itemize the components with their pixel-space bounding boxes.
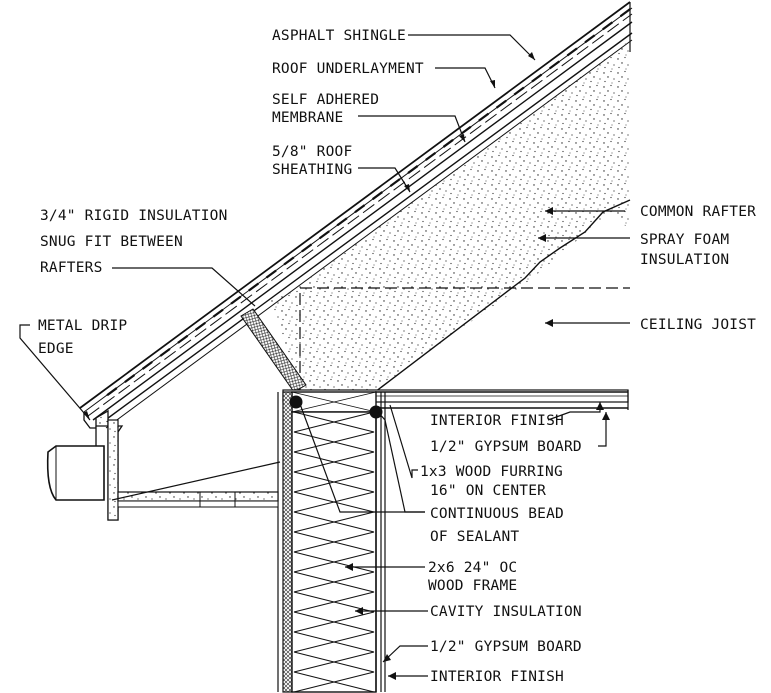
sealant-dot-outer [289,395,303,409]
label-asphalt-shingle: ASPHALT SHINGLE [272,28,406,44]
shingle-mark [513,86,525,96]
shingle-mark [194,321,206,331]
shingle-mark [548,60,560,70]
label-roof-sheathing-line1: 5/8" ROOF [272,144,352,160]
label-cavity-insulation: CAVITY INSULATION [430,604,582,620]
label-rigid-insulation-line2: SNUG FIT BETWEEN [40,234,183,250]
shingle-mark [460,125,472,135]
eave-assembly [83,409,279,521]
label-common-rafter: COMMON RAFTER [640,204,756,220]
leader-arrowheads [83,52,610,680]
label-metal-drip-line2: EDGE [38,341,74,357]
shingle-mark [495,99,507,109]
shingle-mark [354,204,366,214]
interior-wall-layers [277,392,386,692]
shingle-mark [425,151,437,161]
shingle-mark [212,308,224,318]
shingle-mark [177,334,189,344]
label-wood-frame-line2: WOOD FRAME [428,578,517,594]
shingle-marks [106,8,631,397]
wall-cavity [291,411,377,693]
shingle-mark [124,374,136,384]
leader-lines [19,34,630,677]
roof-assembly [79,1,633,429]
label-interior-finish-bottom: INTERIOR FINISH [430,669,564,685]
label-furring-line2: 16" ON CENTER [430,483,546,499]
label-self-adhered-line1: SELF ADHERED [272,92,379,108]
label-spray-foam-line2: INSULATION [640,252,729,268]
label-rigid-insulation-line3: RAFTERS [40,260,103,276]
label-roof-underlayment: ROOF UNDERLAYMENT [272,61,424,77]
label-roof-sheathing-line2: SHEATHING [272,162,352,178]
shingle-mark [584,34,596,44]
gutter [46,445,105,501]
label-interior-finish-top: INTERIOR FINISH [430,413,564,429]
shingle-mark [248,282,260,292]
shingle-mark [619,8,631,18]
label-rigid-insulation-line1: 3/4" RIGID INSULATION [40,208,228,224]
sealant-dot-inner [369,405,383,419]
exterior-mesh-layer [282,391,293,693]
label-gypsum-board-top: 1/2" GYPSUM BOARD [430,439,582,455]
shingle-mark [159,347,171,357]
annotations: ASPHALT SHINGLE ROOF UNDERLAYMENT SELF A… [38,28,756,685]
shingle-mark [106,387,118,397]
spray-foam-fill [270,40,630,390]
label-metal-drip-line1: METAL DRIP [38,318,127,334]
shingle-mark [141,361,153,370]
shingle-mark [230,295,242,305]
label-wood-frame-line1: 2x6 24" OC [428,560,517,576]
label-gypsum-board-bottom: 1/2" GYPSUM BOARD [430,639,582,655]
label-self-adhered-line2: MEMBRANE [272,110,343,126]
shingle-mark [478,112,490,122]
ceiling-joist-dashed-line [299,287,630,390]
shingle-mark [566,47,578,57]
label-furring-line1: 1x3 WOOD FURRING [420,464,563,480]
shingle-mark [336,217,348,227]
shingle-mark [407,165,419,174]
label-ceiling-joist: CEILING JOIST [640,317,756,333]
shingle-mark [602,21,614,31]
shingle-mark [442,138,454,148]
label-sealant-line1: CONTINUOUS BEAD [430,506,564,522]
rigid-insulation-strip [240,308,307,393]
shingle-mark [283,256,295,266]
shingle-mark [531,73,543,83]
shingle-mark [265,269,277,279]
shingle-mark [371,191,383,201]
shingle-mark [301,243,313,253]
spray-foam-lower-edge [374,199,631,393]
label-sealant-line2: OF SEALANT [430,529,519,545]
shingle-mark [318,230,330,240]
label-spray-foam-line1: SPRAY FOAM [640,232,729,248]
shingle-mark [389,178,401,188]
